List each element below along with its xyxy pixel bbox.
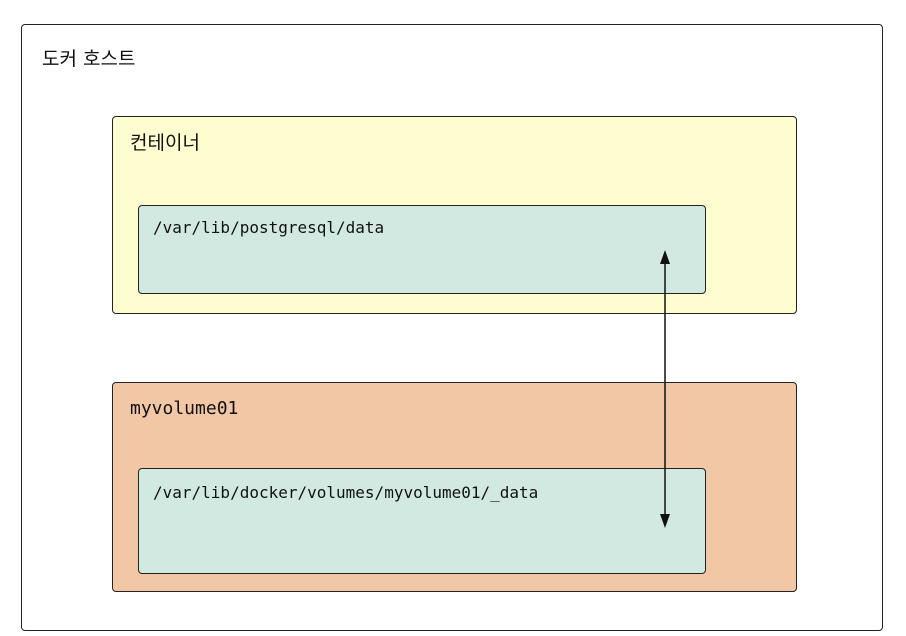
container-label: 컨테이너 (130, 132, 200, 154)
docker-host-label: 도커 호스트 (42, 48, 136, 70)
volume-label: myvolume01 (130, 398, 239, 419)
volume-path-box (138, 468, 706, 574)
container-path-text: /var/lib/postgresql/data (153, 218, 385, 237)
volume-path-text: /var/lib/docker/volumes/myvolume01/_data (153, 483, 539, 502)
container-path-box (138, 205, 706, 294)
